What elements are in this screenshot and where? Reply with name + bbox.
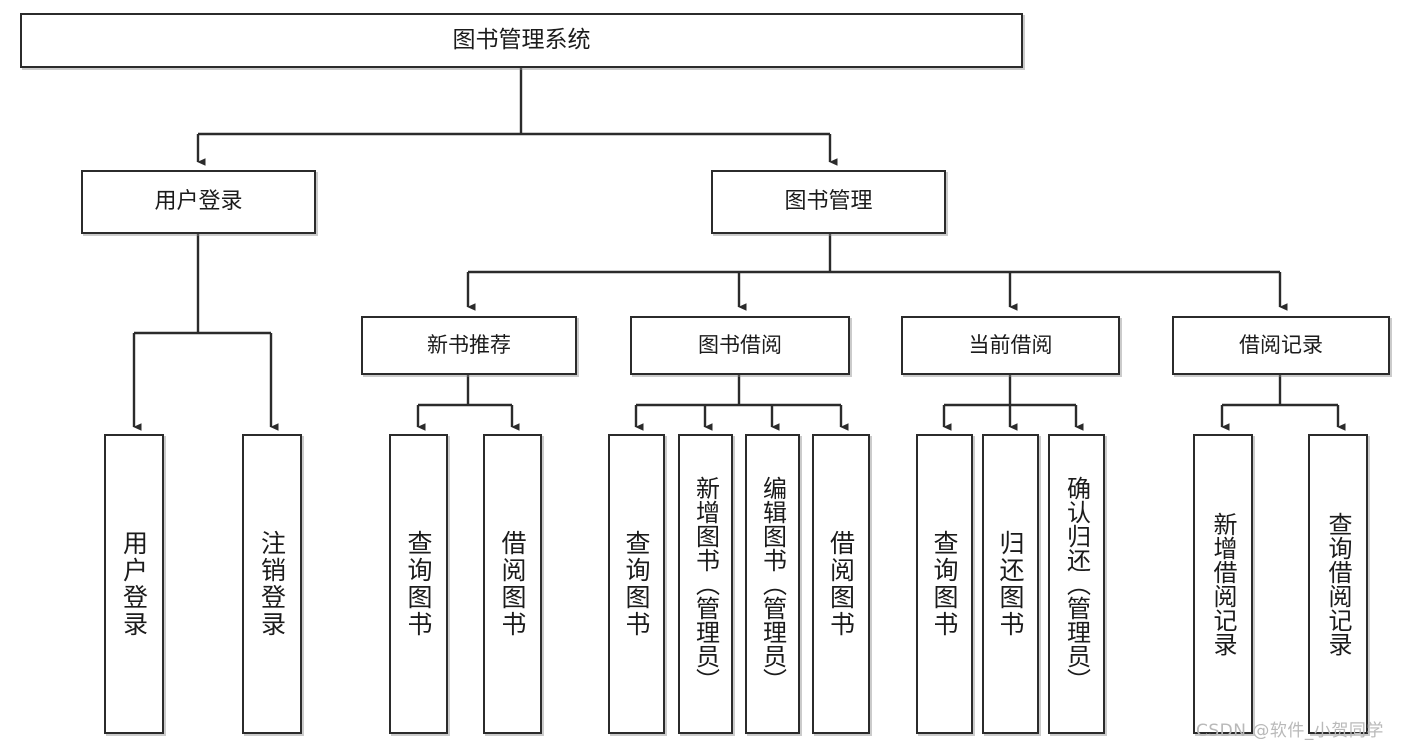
- node-label: 确认归还（管理员）: [1062, 476, 1091, 692]
- leaf-user-login-login[interactable]: 用户登录: [104, 434, 164, 734]
- node-label: 查询借阅记录: [1324, 512, 1352, 656]
- leaf-new-book-query-book[interactable]: 查询图书: [389, 434, 448, 734]
- node-label: 查询图书: [930, 530, 959, 638]
- node-label: 注销登录: [257, 530, 287, 638]
- leaf-current-borrow-return-book[interactable]: 归还图书: [982, 434, 1039, 734]
- node-label: 图书管理系统: [452, 26, 591, 53]
- leaf-book-borrow-borrow-book[interactable]: 借阅图书: [812, 434, 870, 734]
- node-label: 用户登录: [119, 530, 149, 638]
- node-root-book-management-system[interactable]: 图书管理系统: [20, 13, 1023, 68]
- node-label: 图书借阅: [698, 333, 782, 358]
- leaf-book-borrow-edit-book-admin[interactable]: 编辑图书（管理员）: [745, 434, 800, 734]
- node-current-borrow[interactable]: 当前借阅: [901, 316, 1120, 375]
- leaf-user-login-logout[interactable]: 注销登录: [242, 434, 302, 734]
- node-label: 查询图书: [622, 530, 651, 638]
- leaf-borrow-record-query-record[interactable]: 查询借阅记录: [1308, 434, 1368, 734]
- node-label: 借阅记录: [1239, 333, 1323, 358]
- node-label: 查询图书: [404, 530, 433, 638]
- node-label: 新增借阅记录: [1209, 512, 1237, 656]
- node-label: 新增图书（管理员）: [691, 476, 720, 692]
- node-label: 借阅图书: [826, 530, 856, 638]
- leaf-borrow-record-add-record[interactable]: 新增借阅记录: [1193, 434, 1253, 734]
- node-borrow-record[interactable]: 借阅记录: [1172, 316, 1390, 375]
- leaf-book-borrow-add-book-admin[interactable]: 新增图书（管理员）: [678, 434, 733, 734]
- node-label: 借阅图书: [498, 530, 527, 638]
- node-book-management[interactable]: 图书管理: [711, 170, 946, 234]
- leaf-current-borrow-confirm-return-admin[interactable]: 确认归还（管理员）: [1048, 434, 1105, 734]
- leaf-current-borrow-query-book[interactable]: 查询图书: [916, 434, 973, 734]
- node-label: 新书推荐: [427, 333, 511, 358]
- leaf-book-borrow-query-book[interactable]: 查询图书: [608, 434, 665, 734]
- node-book-borrow[interactable]: 图书借阅: [630, 316, 850, 375]
- node-label: 用户登录: [154, 189, 243, 215]
- node-label: 编辑图书（管理员）: [758, 476, 787, 692]
- csdn-watermark: CSDN @软件_小贺同学: [1196, 721, 1384, 741]
- leaf-new-book-borrow-book[interactable]: 借阅图书: [483, 434, 542, 734]
- node-user-login[interactable]: 用户登录: [81, 170, 316, 234]
- node-label: 当前借阅: [968, 333, 1053, 358]
- node-new-book-recommend[interactable]: 新书推荐: [361, 316, 577, 375]
- node-label: 归还图书: [996, 530, 1025, 638]
- node-label: 图书管理: [784, 189, 873, 215]
